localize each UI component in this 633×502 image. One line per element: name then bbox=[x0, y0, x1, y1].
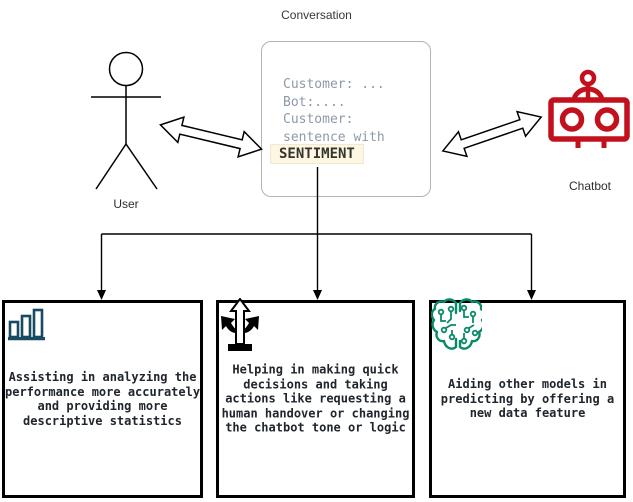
user-conversation-arrow-icon bbox=[159, 115, 263, 159]
benefit-box-statistics: Assisting in analyzing the performance m… bbox=[2, 300, 203, 498]
brain-circuit-icon bbox=[431, 298, 482, 350]
conversation-transcript: Customer: ... Bot:.... Customer: sentenc… bbox=[283, 77, 385, 145]
chatbot-robot-icon bbox=[548, 69, 630, 148]
conversation-chatbot-arrow-icon bbox=[441, 110, 543, 158]
benefit-text-statistics: Assisting in analyzing the performance m… bbox=[5, 369, 201, 428]
benefit-box-decisions: Helping in making quick decisions and ta… bbox=[216, 298, 415, 498]
conversation-title: Conversation bbox=[281, 8, 352, 22]
bar-chart-icon bbox=[8, 308, 45, 341]
benefit-text-models: Aiding other models in predicting by off… bbox=[440, 377, 615, 421]
conversation-box: Customer: ... Bot:.... Customer: sentenc… bbox=[261, 41, 431, 197]
branch-arrows-icon bbox=[221, 298, 259, 351]
benefit-text-decisions: Helping in making quick decisions and ta… bbox=[221, 362, 410, 435]
sentiment-highlight: SENTIMENT bbox=[270, 144, 364, 164]
user-figure-icon bbox=[91, 51, 161, 190]
user-label: User bbox=[113, 197, 139, 211]
benefit-box-models: Aiding other models in predicting by off… bbox=[429, 298, 626, 498]
chatbot-label: Chatbot bbox=[568, 179, 612, 193]
